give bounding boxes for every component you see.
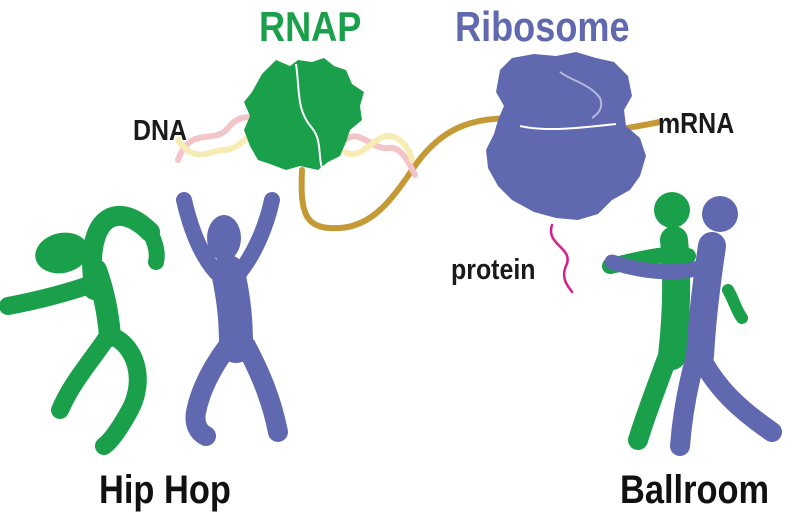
dna-helix-left-icon (175, 114, 255, 163)
protein-label: protein (451, 254, 536, 286)
ballroom-caption: Ballroom (620, 468, 770, 512)
dna-label: DNA (133, 115, 188, 147)
ribosome-blob-icon (486, 52, 646, 220)
hip-hop-dancer-green-icon (0, 206, 165, 455)
dna-helix-right-icon (342, 133, 418, 178)
rnap-title: RNAP (259, 3, 362, 50)
ballroom-dancers-icon (602, 192, 782, 456)
rnap-blob-icon (244, 58, 364, 170)
protein-strand-icon (549, 223, 574, 294)
hip-hop-caption: Hip Hop (99, 468, 231, 512)
hip-hop-dancer-purple-icon (176, 192, 288, 446)
ribosome-title: Ribosome (455, 3, 630, 50)
mrna-label: mRNA (658, 108, 735, 140)
